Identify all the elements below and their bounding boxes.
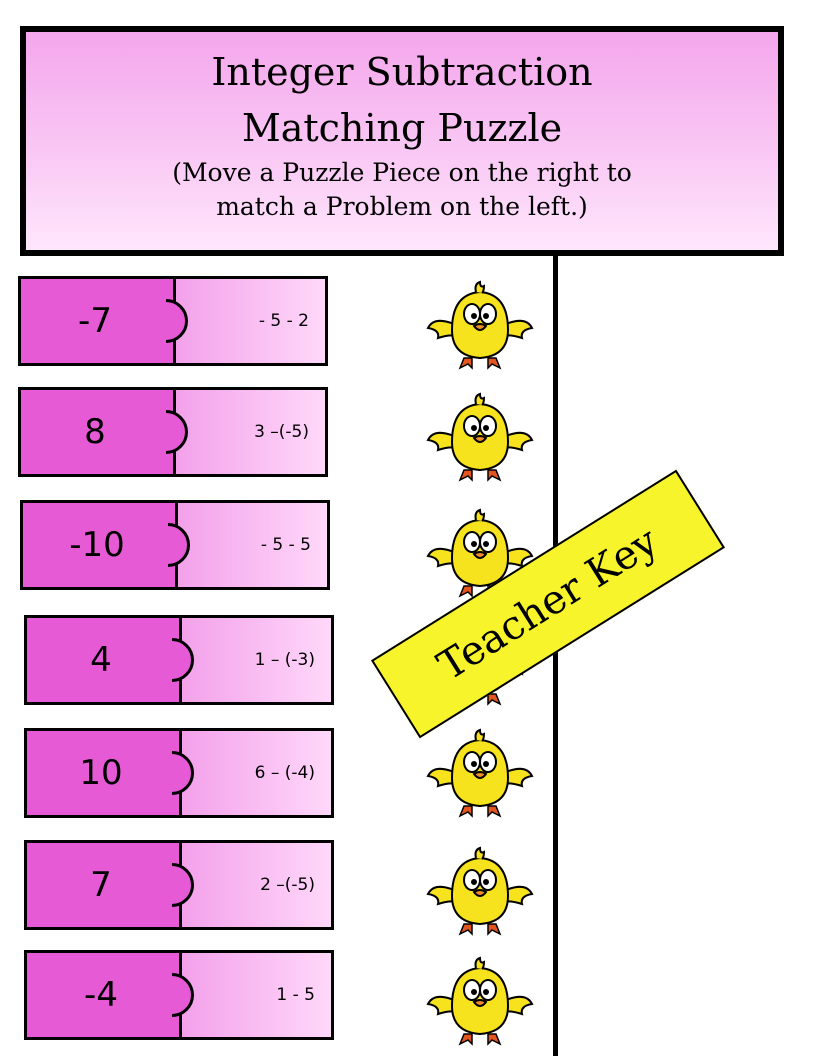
answer-text: -7 xyxy=(78,301,112,341)
answer-piece: -10 xyxy=(20,500,178,590)
answer-piece: 8 xyxy=(18,387,176,477)
problem-piece[interactable]: 6 – (-4) xyxy=(176,728,334,818)
problem-text: 2 –(-5) xyxy=(260,875,315,895)
answer-text: -10 xyxy=(69,525,125,565)
answer-text: 8 xyxy=(84,412,106,452)
answer-piece: 7 xyxy=(24,840,182,930)
problem-piece[interactable]: 1 - 5 xyxy=(176,950,334,1040)
problem-text: - 5 - 5 xyxy=(260,535,311,555)
title-line-2: Matching Puzzle xyxy=(241,106,563,150)
answer-piece: -7 xyxy=(18,276,176,366)
problem-text: 3 –(-5) xyxy=(254,422,309,442)
problem-piece[interactable]: 3 –(-5) xyxy=(170,387,328,477)
problem-text: - 5 - 2 xyxy=(258,311,309,331)
chick-icon xyxy=(427,729,533,817)
chick-icon xyxy=(427,393,533,481)
problem-piece[interactable]: - 5 - 2 xyxy=(170,276,328,366)
chick-icon xyxy=(427,957,533,1045)
problem-text: 1 – (-3) xyxy=(254,650,315,670)
problem-piece[interactable]: 1 – (-3) xyxy=(176,615,334,705)
answer-text: 7 xyxy=(90,865,112,905)
answer-piece: -4 xyxy=(24,950,182,1040)
answer-piece: 4 xyxy=(24,615,182,705)
answer-text: -4 xyxy=(84,975,118,1015)
answer-text: 4 xyxy=(90,640,112,680)
problem-piece[interactable]: 2 –(-5) xyxy=(176,840,334,930)
title-line-1: Integer Subtraction xyxy=(211,50,593,94)
problem-text: 1 - 5 xyxy=(276,985,315,1005)
subtitle-line-1: (Move a Puzzle Piece on the right to xyxy=(172,158,632,187)
chick-icon xyxy=(427,281,533,369)
column-divider xyxy=(553,256,558,1056)
subtitle-line-2: match a Problem on the left.) xyxy=(216,192,588,221)
answer-piece: 10 xyxy=(24,728,182,818)
answer-text: 10 xyxy=(79,753,123,793)
title-box: Integer Subtraction Matching Puzzle (Mov… xyxy=(20,26,784,256)
chick-icon xyxy=(427,847,533,935)
problem-text: 6 – (-4) xyxy=(254,763,315,783)
problem-piece[interactable]: - 5 - 5 xyxy=(172,500,330,590)
